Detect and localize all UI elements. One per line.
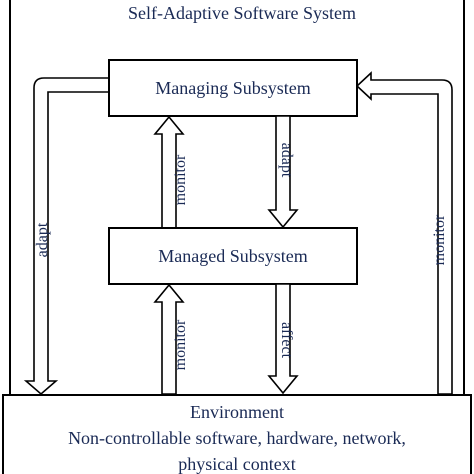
environment-description-line2: physical context (178, 454, 295, 474)
outer-monitor-arrow (355, 71, 453, 395)
environment-description-line1: Non-controllable software, hardware, net… (68, 428, 406, 448)
managed-subsystem-label: Managed Subsystem (158, 246, 307, 266)
upper-monitor-label: monitor (172, 154, 189, 205)
managing-subsystem-label: Managing Subsystem (155, 78, 311, 98)
environment-box (2, 394, 472, 474)
system-title: Self-Adaptive Software System (128, 3, 356, 23)
lower-affect-label: affect (278, 322, 295, 359)
managed-subsystem-box (108, 227, 358, 285)
lower-monitor-arrow (153, 283, 185, 395)
environment-title: Environment (190, 402, 284, 422)
upper-monitor-arrow (153, 115, 185, 229)
lower-affect-arrow (267, 283, 299, 395)
upper-adapt-label: adapt (278, 143, 295, 178)
outer-monitor-label: monitor (431, 214, 448, 265)
system-boundary (9, 0, 465, 395)
lower-monitor-label: monitor (172, 319, 189, 370)
outer-adapt-arrow (23, 77, 110, 396)
upper-adapt-arrow (267, 115, 299, 229)
outer-adapt-label: adapt (34, 222, 51, 257)
managing-subsystem-box (108, 59, 358, 117)
